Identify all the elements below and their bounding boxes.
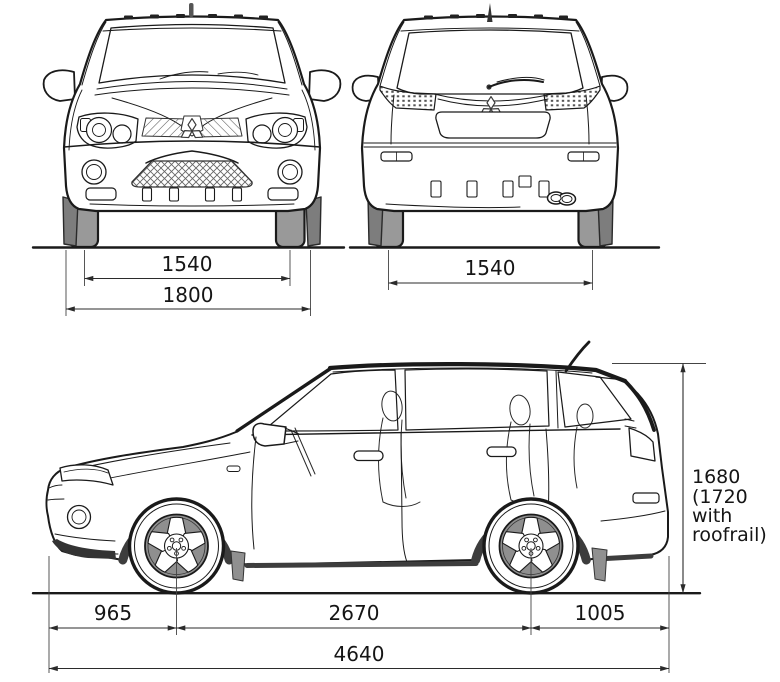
dim-height-label: 1680 (1720 with roofrail) [692, 466, 767, 546]
dim-height-alt: (1720 [692, 486, 748, 508]
front-bumper-mesh [131, 160, 253, 188]
rear-roof-line [400, 27, 580, 32]
dim-overall-length: 4640 [334, 642, 385, 666]
dim-height-with: with [692, 505, 732, 527]
front-antenna [189, 3, 194, 17]
rear-bumper-slats [430, 175, 550, 198]
front-roof-line [102, 27, 282, 32]
rear-bumper-bottom-line [385, 203, 521, 209]
front-fog-lamps [81, 159, 303, 185]
rear-right-taillight [543, 85, 601, 111]
side-front-mudflap [230, 550, 246, 582]
side-rear-bumper-line [600, 510, 666, 522]
rear-license-recess [435, 111, 551, 139]
dim-front-overhang: 965 [94, 601, 132, 625]
side-fender-crease [99, 451, 251, 481]
front-view-body [62, 15, 322, 213]
dim-rear-overhang: 1005 [575, 601, 626, 625]
front-view [31, 3, 346, 249]
front-view-left-mirror [42, 69, 76, 102]
side-fog-lamp [66, 504, 92, 530]
side-a-pillar-edge [235, 366, 333, 433]
front-skid-plate [141, 187, 243, 202]
side-d-pillar-edge [623, 379, 656, 432]
front-right-headlight [245, 112, 308, 149]
rear-tailgate-cuts [390, 94, 590, 145]
dim-front-track: 1540 [162, 252, 213, 276]
dimension-annotations: 1540 1800 1540 965 2670 1005 4640 1680 (… [48, 250, 767, 673]
side-rear-door-handle [486, 446, 517, 458]
rear-antenna [487, 3, 493, 22]
dim-height-roofrail: roofrail) [692, 524, 767, 546]
rear-view [348, 3, 661, 249]
rear-c-pillars [379, 21, 601, 87]
rear-left-taillight [379, 85, 437, 111]
side-roof-edge [327, 361, 628, 384]
side-windows [251, 368, 632, 436]
side-rocker-trim [244, 561, 479, 568]
side-rear-reflector [632, 492, 660, 504]
front-cowl-lines [94, 81, 290, 96]
front-fender-creases [68, 89, 316, 151]
side-fender-indicator [226, 465, 241, 472]
rear-bumper-top-lines [363, 142, 617, 148]
front-beltline [63, 140, 321, 148]
front-view-right-mirror [308, 69, 342, 102]
front-windshield [98, 23, 286, 84]
front-wipers [159, 71, 259, 80]
dimension-lines [48, 275, 686, 672]
rear-exhaust-pipes [546, 191, 577, 206]
dim-rear-track: 1540 [465, 256, 516, 280]
rear-reflectors [380, 151, 600, 162]
front-left-bumper-vent [85, 187, 117, 201]
front-bumper-bottom-line [89, 203, 295, 207]
side-fog-lamp-inner [71, 509, 87, 525]
front-right-bumper-vent [267, 187, 299, 201]
front-roof-rack-mounts [124, 14, 268, 20]
dim-height-value: 1680 [692, 466, 740, 488]
dim-overall-width: 1800 [163, 283, 214, 307]
rear-wiper [486, 77, 545, 90]
side-view [31, 340, 702, 595]
side-antenna [564, 340, 591, 373]
rear-roof-rack-mounts [424, 14, 568, 20]
side-taillight [624, 418, 656, 462]
side-rear-mudflap [591, 547, 608, 582]
side-bumper-lip [52, 539, 116, 559]
dim-wheelbase: 2670 [329, 601, 380, 625]
side-headlight [59, 464, 114, 486]
side-mirror [252, 422, 300, 447]
side-interior [290, 390, 594, 507]
front-a-pillars [81, 21, 303, 86]
side-front-door-handle [353, 450, 384, 462]
side-nose-lines [47, 484, 65, 501]
front-bumper-accent [145, 150, 239, 164]
